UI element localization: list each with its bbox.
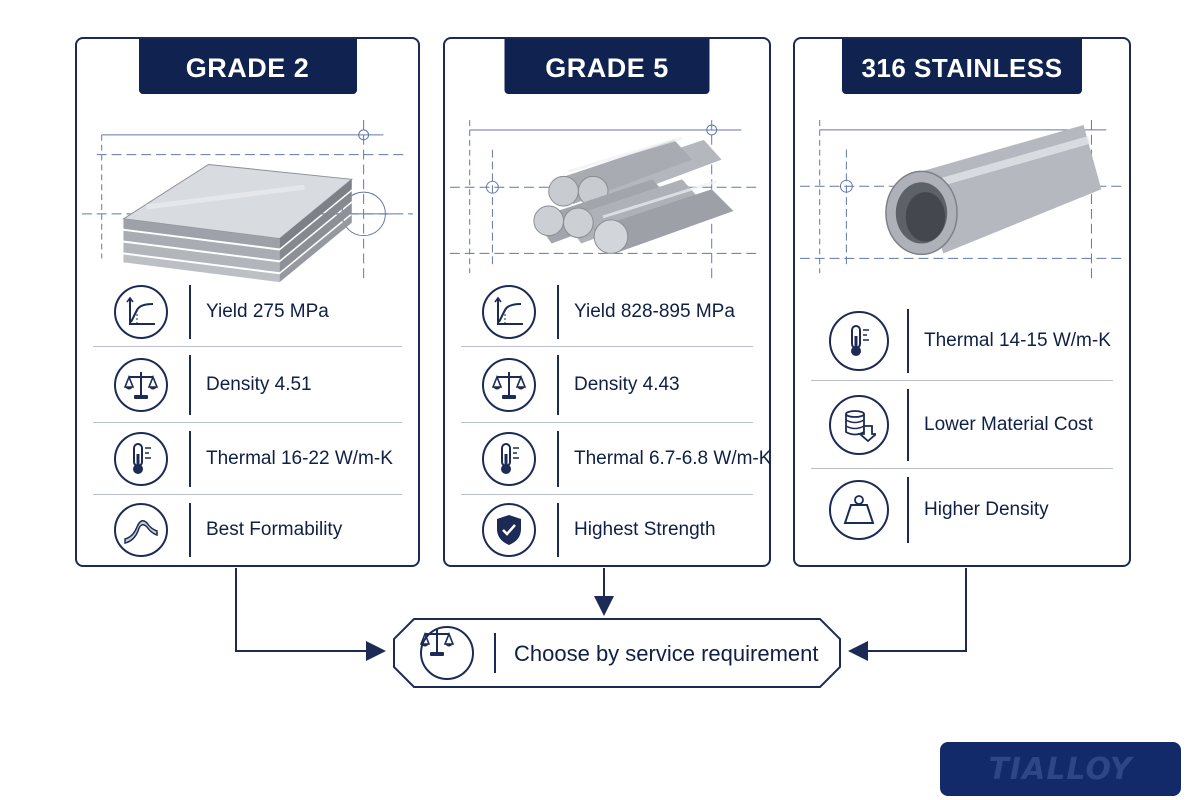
card-title: 316 STAINLESS: [842, 39, 1082, 94]
property-text: Density 4.43: [574, 374, 680, 395]
grade-2-card: GRADE 2 Yield 275 MPa: [75, 37, 420, 567]
metal-sheet-stack-image: [81, 120, 414, 283]
property-row: Lower Material Cost: [811, 381, 1113, 469]
property-row: Thermal 6.7-6.8 W/m-K: [461, 423, 771, 495]
logo-text: TIALLOY: [988, 751, 1133, 787]
conclusion-box: Choose by service requirement: [392, 617, 842, 689]
property-row: Density 4.43: [461, 347, 753, 423]
property-text: Highest Strength: [574, 519, 716, 540]
connector-316: [848, 568, 967, 661]
property-text: Best Formability: [206, 519, 343, 540]
property-row: Thermal 16-22 W/m-K: [93, 423, 402, 495]
property-text: Higher Density: [924, 499, 1049, 520]
property-text: Thermal 16-22 W/m-K: [206, 448, 393, 469]
property-row: Best Formability: [93, 495, 402, 565]
property-row: Highest Strength: [461, 495, 753, 565]
conclusion-text: Choose by service requirement: [514, 641, 819, 666]
property-row: Thermal 14-15 W/m-K: [811, 301, 1113, 381]
card-title: GRADE 5: [504, 39, 710, 94]
property-text: Thermal 6.7-6.8 W/m-K: [574, 448, 772, 469]
shield-check-icon: [482, 503, 536, 557]
card-title: GRADE 2: [138, 39, 357, 94]
316-stainless-card: 316 STAINLESS Thermal 14-15 W/m-K: [793, 37, 1131, 567]
brand-logo: TIALLOY: [940, 742, 1181, 796]
thermometer-icon: [482, 432, 536, 486]
balance-scale-icon: [482, 358, 536, 412]
weight-icon: [829, 480, 889, 540]
steel-tube-image: [799, 120, 1122, 279]
thermometer-icon: [829, 311, 889, 371]
property-text: Lower Material Cost: [924, 414, 1093, 435]
balance-scale-icon: [420, 626, 474, 680]
property-text: Thermal 14-15 W/m-K: [924, 330, 1111, 351]
property-row: Yield 828-895 MPa: [461, 277, 753, 347]
property-text: Yield 828-895 MPa: [574, 301, 735, 322]
grade-5-card: GRADE 5: [443, 37, 771, 567]
stress-strain-graph-icon: [482, 285, 536, 339]
property-text: Yield 275 MPa: [206, 301, 329, 322]
thermometer-icon: [114, 432, 168, 486]
property-row: Yield 275 MPa: [93, 277, 402, 347]
property-row: Higher Density: [811, 469, 1113, 551]
coin-stack-down-icon: [829, 395, 889, 455]
balance-scale-icon: [114, 358, 168, 412]
stress-strain-graph-icon: [114, 285, 168, 339]
round-bar-bundle-image: [449, 120, 762, 279]
property-text: Density 4.51: [206, 374, 312, 395]
property-row: Density 4.51: [93, 347, 402, 423]
bent-sheet-icon: [114, 503, 168, 557]
connector-grade2: [235, 568, 386, 661]
